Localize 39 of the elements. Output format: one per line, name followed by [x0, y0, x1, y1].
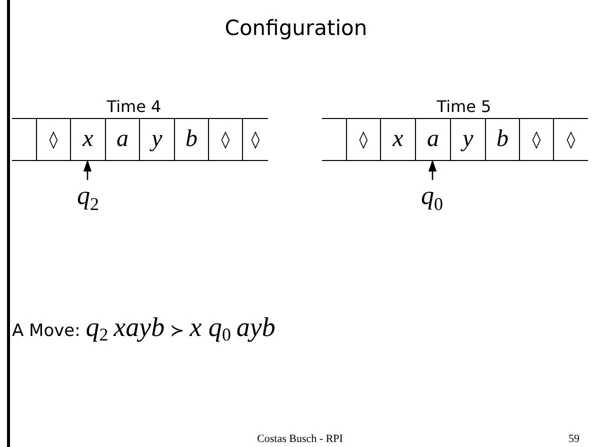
- tape-cell: [208, 118, 242, 161]
- state-label: q$_{0}$: [412, 182, 452, 218]
- head-arrow: [83, 160, 92, 180]
- tape-symbol: ◊: [49, 130, 58, 150]
- tape-cell: [174, 118, 208, 161]
- tape-cell: [380, 118, 415, 161]
- tape-cell: [346, 118, 380, 161]
- state-label: q$_{2}$: [68, 182, 108, 218]
- tape-symbol: ◊: [251, 130, 260, 150]
- tape-symbol: x: [392, 126, 404, 153]
- tape-symbol: y: [462, 126, 474, 153]
- tape-cell: [415, 118, 450, 161]
- tape-symbol: ◊: [359, 130, 368, 150]
- tape-cell: [450, 118, 485, 161]
- tape-symbol: ◊: [566, 130, 576, 150]
- tape-symbol: b: [496, 126, 508, 153]
- tape-cell: [519, 118, 553, 161]
- tape-symbol: a: [427, 126, 439, 153]
- tape-symbol: x: [82, 126, 94, 153]
- tape-symbol: b: [186, 126, 198, 153]
- tape-cell: [36, 118, 70, 161]
- tape-symbol: ◊: [221, 130, 230, 150]
- tape-symbol: ◊: [532, 130, 541, 150]
- tape-cell: [242, 118, 268, 161]
- time-label: Time 5: [436, 97, 492, 116]
- tape-cell: [322, 118, 346, 161]
- footer-text: Costas Busch - RPI: [257, 433, 343, 445]
- tape-cell: [553, 118, 588, 161]
- tape-cell: [139, 118, 174, 161]
- tape-cell: [70, 118, 105, 161]
- tape-symbol: y: [152, 126, 162, 153]
- title: Configuration: [224, 16, 368, 40]
- head-arrow: [428, 160, 437, 180]
- tape-cell: [485, 118, 519, 161]
- page-number: 59: [568, 433, 580, 445]
- time-label: Time 4: [106, 97, 162, 116]
- tape-symbol: a: [116, 126, 128, 153]
- tape-cell: [12, 118, 36, 161]
- tape-cell: [105, 118, 139, 161]
